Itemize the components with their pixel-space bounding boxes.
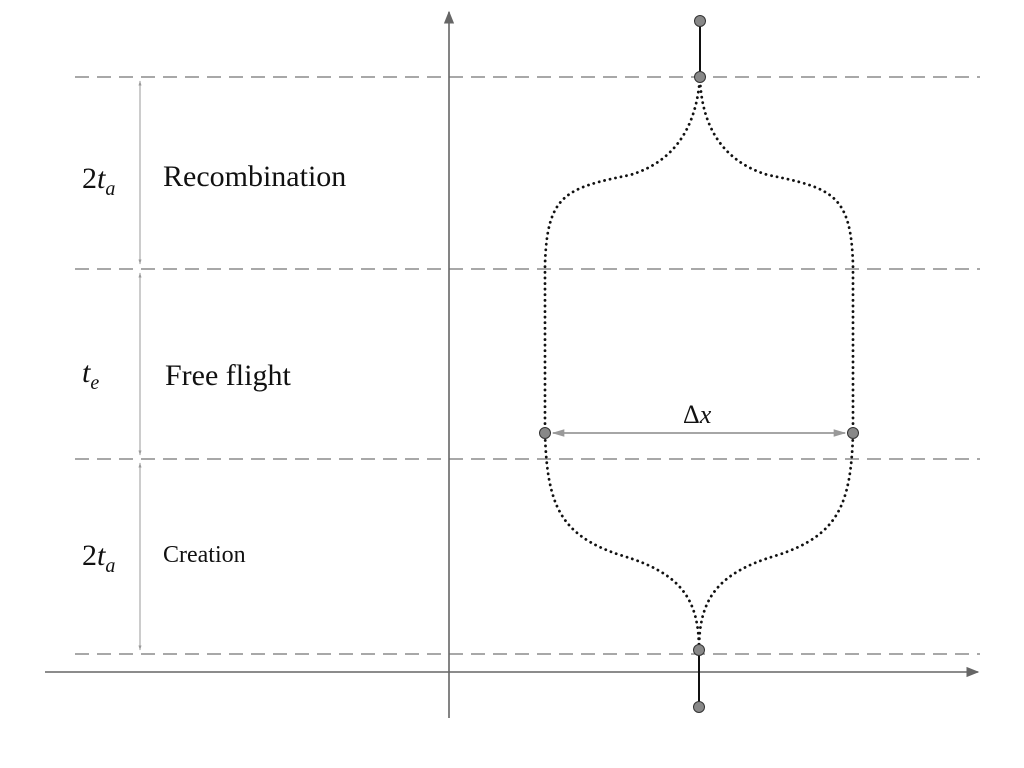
- node-right-arm: [847, 427, 859, 439]
- duration-label-recombination: 2ta: [82, 162, 115, 200]
- separation-label: Δx: [683, 400, 712, 429]
- duration-label-free-flight: te: [82, 356, 99, 394]
- node-bottom-end: [693, 701, 705, 713]
- duration-label-creation: 2ta: [82, 539, 115, 577]
- left-trajectory: [543, 75, 702, 652]
- phase-label-creation: Creation: [163, 542, 246, 568]
- phase-boundaries: [75, 76, 980, 655]
- right-trajectory: [697, 75, 855, 652]
- node-top-end: [694, 15, 706, 27]
- nodes: [539, 15, 859, 713]
- node-creation: [693, 644, 705, 656]
- phase-label-free-flight: Free flight: [165, 359, 291, 392]
- phase-label-recombination: Recombination: [163, 160, 346, 193]
- node-left-arm: [539, 427, 551, 439]
- node-recombination: [694, 71, 706, 83]
- split-trajectories: [543, 75, 855, 652]
- axes: [45, 10, 980, 718]
